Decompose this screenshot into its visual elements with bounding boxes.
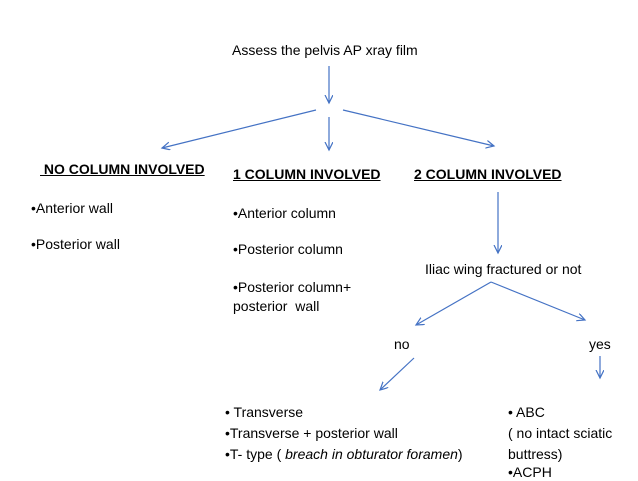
one-column-item-posterior-column-plus: •Posterior column+: [233, 279, 352, 295]
root-node: Assess the pelvis AP xray film: [232, 42, 418, 58]
no-branch-item-t-type: •T- type ( breach in obturator foramen): [225, 445, 463, 463]
arrow-to-two-column: [342, 109, 494, 146]
yes-branch-item-no-intact-sciatic: ( no intact sciatic: [508, 425, 613, 441]
no-column-item-anterior-wall: •Anterior wall: [31, 200, 113, 216]
one-column-item-posterior-column: •Posterior column: [233, 241, 343, 257]
arrow-no-down: [380, 357, 415, 390]
yes-branch-item-acph: •ACPH: [508, 464, 552, 480]
no-column-heading: NO COLUMN INVOLVED: [40, 161, 205, 177]
yes-label: yes: [589, 336, 611, 352]
yes-branch-item-buttress: buttress): [508, 446, 563, 462]
one-column-item-anterior-column: •Anterior column: [233, 205, 336, 221]
no-branch-item-transverse: • Transverse: [225, 404, 304, 420]
t-type-italic: breach in obturator foramen: [285, 446, 458, 462]
yes-branch-item-abc: • ABC: [508, 404, 545, 420]
t-type-suffix: ): [457, 446, 463, 462]
arrow-to-no: [416, 281, 492, 325]
iliac-wing-question: Iliac wing fractured or not: [425, 261, 582, 277]
no-label: no: [394, 336, 410, 352]
arrow-to-no-column: [162, 109, 317, 148]
no-column-item-posterior-wall: •Posterior wall: [31, 236, 120, 252]
arrow-to-yes: [490, 281, 585, 320]
one-column-heading: 1 COLUMN INVOLVED: [233, 166, 381, 182]
two-column-heading: 2 COLUMN INVOLVED: [414, 166, 562, 182]
no-branch-item-transverse-posterior-wall: •Transverse + posterior wall: [225, 425, 398, 441]
one-column-item-posterior-wall: posterior wall: [233, 298, 320, 314]
t-type-prefix: •T- type (: [225, 446, 286, 462]
